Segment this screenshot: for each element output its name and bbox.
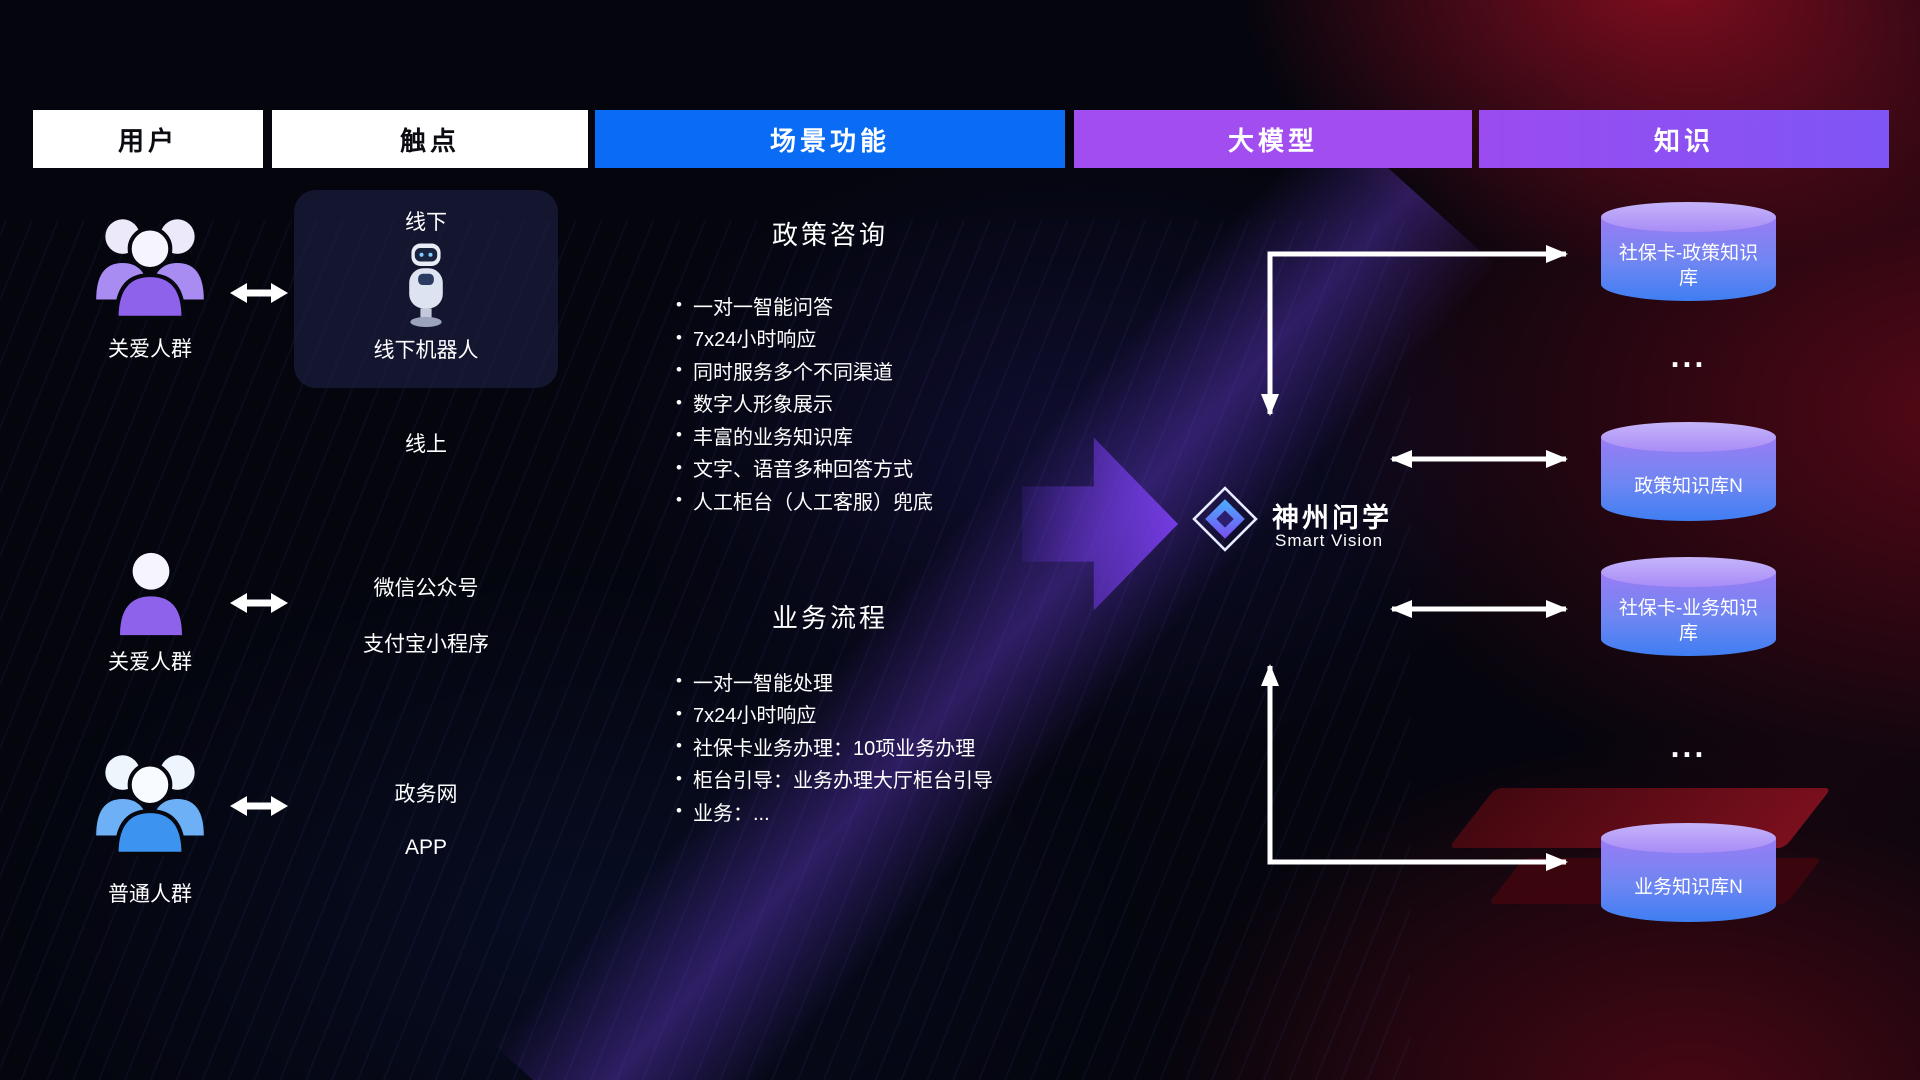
list-item: 7x24小时响应 [676, 698, 993, 731]
knowledge-db-business-sscard: 社保卡-业务知识库 [1601, 557, 1776, 661]
column-header-user: 用户 [33, 110, 263, 168]
database-icon [1601, 823, 1776, 853]
user-single-label: 关爱人群 [108, 651, 192, 674]
column-header-model: 大模型 [1074, 110, 1472, 168]
bidirectional-arrow-icon [230, 793, 288, 819]
list-item: 同时服务多个不同渠道 [676, 354, 933, 387]
db-label: 社保卡-业务知识库 [1618, 598, 1759, 644]
model-subtitle: Smart Vision [1275, 531, 1384, 550]
bidirectional-arrow-icon [230, 280, 288, 306]
column-header-touchpoint: 触点 [272, 110, 588, 168]
list-item: 业务：... [676, 795, 993, 828]
robot-icon [398, 240, 454, 330]
smart-vision-logo-icon [1190, 484, 1260, 554]
column-header-knowledge: 知识 [1479, 110, 1889, 168]
ellipsis: ... [1670, 338, 1707, 374]
ellipsis: ... [1670, 728, 1707, 764]
list-item: 人工柜台（人工客服）兜底 [676, 484, 933, 517]
user-group-blue-icon [84, 746, 216, 858]
business-process-title: 业务流程 [771, 603, 888, 633]
database-icon [1601, 422, 1776, 452]
database-icon [1601, 202, 1776, 232]
user-group1-label: 关爱人群 [108, 338, 192, 361]
db-label: 社保卡-政策知识库 [1618, 243, 1759, 289]
knowledge-db-business-n: 业务知识库N [1601, 823, 1776, 927]
list-item: 文字、语音多种回答方式 [676, 452, 933, 485]
list-item: 7x24小时响应 [676, 322, 933, 355]
model-name: 神州问学 [1272, 503, 1392, 533]
list-item: 柜台引导：业务办理大厅柜台引导 [676, 763, 993, 796]
user-single-purple-icon [112, 548, 190, 640]
db-label: 业务知识库N [1634, 876, 1743, 898]
channel-gov-web: 政务网 [394, 783, 458, 806]
database-icon [1601, 557, 1776, 587]
business-process-list: 一对一智能处理 7x24小时响应 社保卡业务办理：10项业务办理 柜台引导：业务… [676, 665, 993, 828]
db-label: 政策知识库N [1634, 475, 1743, 497]
online-title: 线上 [405, 433, 447, 456]
channel-app: APP [404, 836, 448, 859]
list-item: 数字人形象展示 [676, 387, 933, 420]
policy-consult-list: 一对一智能问答 7x24小时响应 同时服务多个不同渠道 数字人形象展示 丰富的业… [676, 289, 933, 517]
column-header-scene: 场景功能 [595, 110, 1065, 168]
list-item: 一对一智能问答 [676, 289, 933, 322]
offline-title: 线下 [405, 211, 447, 234]
list-item: 丰富的业务知识库 [676, 419, 933, 452]
user-group-purple-icon [84, 210, 216, 322]
list-item: 社保卡业务办理：10项业务办理 [676, 730, 993, 763]
bidirectional-arrow-icon [230, 590, 288, 616]
knowledge-db-policy-sscard: 社保卡-政策知识库 [1601, 202, 1776, 306]
offline-robot-label: 线下机器人 [373, 339, 479, 362]
user-group2-label: 普通人群 [108, 883, 192, 906]
list-item: 一对一智能处理 [676, 665, 993, 698]
channel-alipay: 支付宝小程序 [363, 633, 489, 656]
channel-wechat: 微信公众号 [373, 577, 479, 600]
offline-touchpoint-card: 线下 线下机器人 [294, 190, 558, 388]
policy-consult-title: 政策咨询 [771, 220, 888, 250]
knowledge-db-policy-n: 政策知识库N [1601, 422, 1776, 526]
